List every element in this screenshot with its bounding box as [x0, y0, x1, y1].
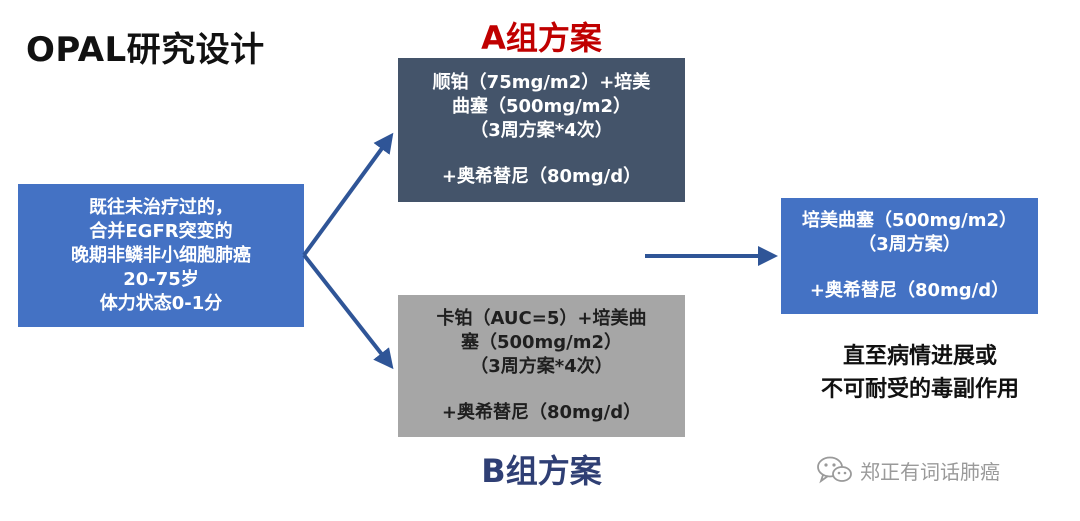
arm-b-drug: +奥希替尼（80mg/d） [441, 402, 642, 423]
arm-b-box: 卡铂（AUC=5）+培美曲 塞（500mg/m2） （3周方案*4次） +奥希替… [398, 295, 685, 437]
until-line: 不可耐受的毒副作用 [820, 377, 1019, 402]
maintenance-line: （3周方案） [858, 234, 961, 255]
arrow-to-group-b [302, 253, 394, 370]
arm-b-line: （3周方案*4次） [470, 356, 613, 377]
patient-line: 合并EGFR突变的 [89, 220, 233, 242]
watermark: 郑正有词话肺癌 [816, 455, 1000, 485]
patient-line: 晚期非鳞非小细胞肺癌 [71, 244, 251, 266]
group-b-label: B组方案 [481, 452, 602, 490]
arm-b-line: 塞（500mg/m2） [460, 332, 623, 353]
patient-line: 既往未治疗过的， [89, 196, 233, 218]
patient-line: 20-75岁 [123, 268, 199, 290]
patient-line: 体力状态0-1分 [99, 292, 223, 314]
until-progression-text: 直至病情进展或 不可耐受的毒副作用 [770, 340, 1070, 406]
arm-a-box: 顺铂（75mg/m2）+培美 曲塞（500mg/m2） （3周方案*4次） +奥… [398, 58, 685, 202]
until-line: 直至病情进展或 [842, 344, 997, 369]
arm-a-line: 顺铂（75mg/m2）+培美 [432, 72, 651, 93]
arm-a-line: （3周方案*4次） [470, 120, 613, 141]
arm-a-line: 曲塞（500mg/m2） [451, 96, 632, 117]
maintenance-line: 培美曲塞（500mg/m2） [801, 210, 1018, 231]
maintenance-drug: +奥希替尼（80mg/d） [809, 280, 1010, 301]
wechat-icon [817, 456, 852, 484]
watermark-text: 郑正有词话肺癌 [860, 459, 1000, 484]
arrow-to-group-a [302, 132, 394, 257]
page-title: OPAL研究设计 [26, 30, 265, 70]
maintenance-box: 培美曲塞（500mg/m2） （3周方案） +奥希替尼（80mg/d） [781, 198, 1038, 314]
arm-a-drug: +奥希替尼（80mg/d） [441, 166, 642, 187]
arm-b-line: 卡铂（AUC=5）+培美曲 [436, 308, 647, 329]
patient-criteria-box: 既往未治疗过的， 合并EGFR突变的 晚期非鳞非小细胞肺癌 20-75岁 体力状… [18, 184, 304, 327]
group-a-label: A组方案 [481, 19, 602, 57]
